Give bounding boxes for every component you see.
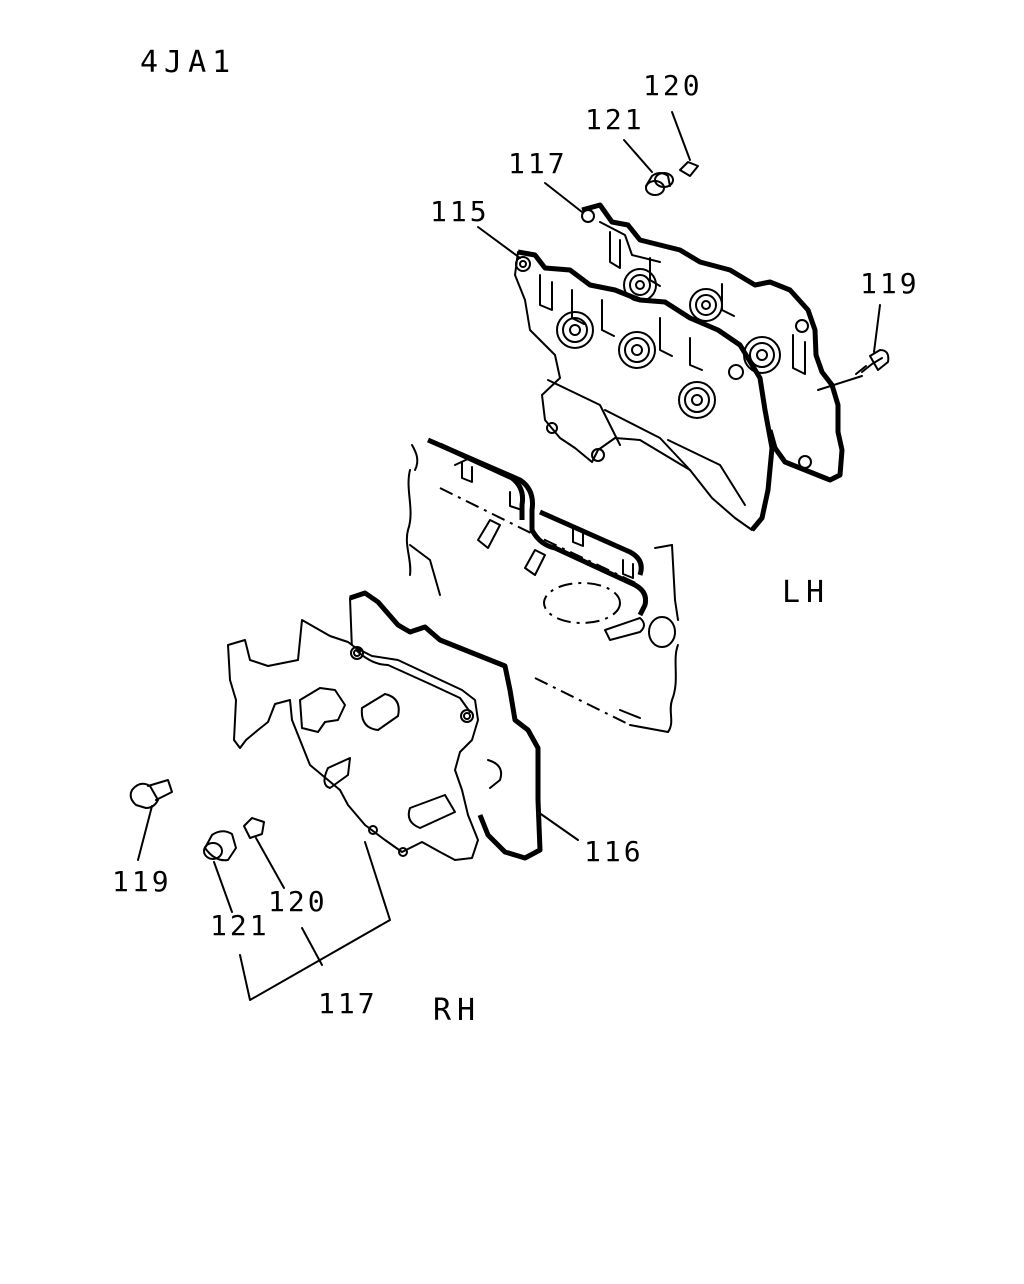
engine-code-label: 4JA1 <box>140 45 237 80</box>
side-label-lh: LH <box>782 575 831 610</box>
rh-small-parts <box>129 779 265 862</box>
leader-lines <box>137 111 881 1001</box>
lh-small-parts <box>645 161 890 375</box>
rh-cover-116 <box>349 590 543 861</box>
lh-seat-rings <box>556 268 781 419</box>
rh-cover-117 <box>227 619 479 861</box>
callout-rh-117: 117 <box>318 987 378 1020</box>
callout-lh-115: 115 <box>430 195 490 228</box>
callout-lh-119: 119 <box>860 267 920 300</box>
callout-rh-120: 120 <box>268 885 328 918</box>
callout-rh-121: 121 <box>210 909 270 942</box>
cylinder-head-block <box>405 437 679 733</box>
lh-cover-115 <box>514 249 781 532</box>
callout-lh-117: 117 <box>508 147 568 180</box>
callout-lh-121: 121 <box>585 103 645 136</box>
callout-lh-120: 120 <box>643 69 703 102</box>
callout-rh-119: 119 <box>112 865 172 898</box>
callout-rh-116: 116 <box>584 835 644 868</box>
side-label-rh: RH <box>433 993 482 1028</box>
